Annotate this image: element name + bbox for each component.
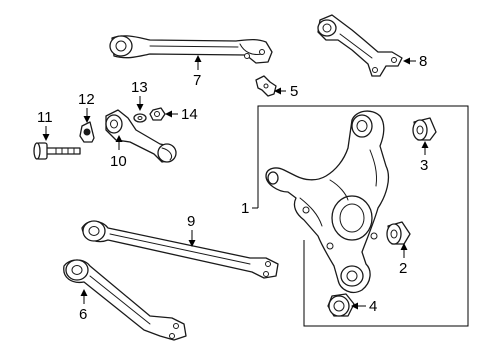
part-9-lower-arm — [81, 220, 279, 279]
part-12-nut-plate — [79, 121, 95, 143]
callout-2: 2 — [399, 260, 407, 277]
part-2-bushing — [386, 221, 411, 245]
callout-4: 4 — [369, 298, 377, 315]
part-3-bushing — [412, 117, 437, 141]
part-6-lower-link — [63, 259, 187, 341]
callout-13: 13 — [131, 79, 148, 96]
part-13-washer — [133, 113, 147, 123]
callout-5: 5 — [290, 83, 298, 100]
callout-3: 3 — [420, 157, 428, 174]
callout-10: 10 — [110, 153, 127, 170]
callout-9: 9 — [187, 213, 195, 230]
callout-7: 7 — [193, 72, 201, 89]
knuckle-group-box — [257, 105, 469, 327]
callout-12: 12 — [78, 91, 95, 108]
callout-6: 6 — [79, 306, 87, 323]
part-14-nut — [149, 107, 166, 121]
part-8-link-arm — [317, 14, 403, 77]
part-1-knuckle — [265, 110, 390, 294]
part-10-link — [105, 109, 177, 163]
part-5-clip — [255, 75, 277, 97]
part-7-upper-arm — [109, 35, 273, 64]
part-4-bushing — [327, 293, 355, 317]
callout-8: 8 — [419, 53, 427, 70]
callout-11: 11 — [37, 109, 53, 126]
callout-14: 14 — [181, 106, 198, 123]
part-11-bolt — [33, 142, 81, 160]
callout-1: 1 — [241, 200, 249, 217]
